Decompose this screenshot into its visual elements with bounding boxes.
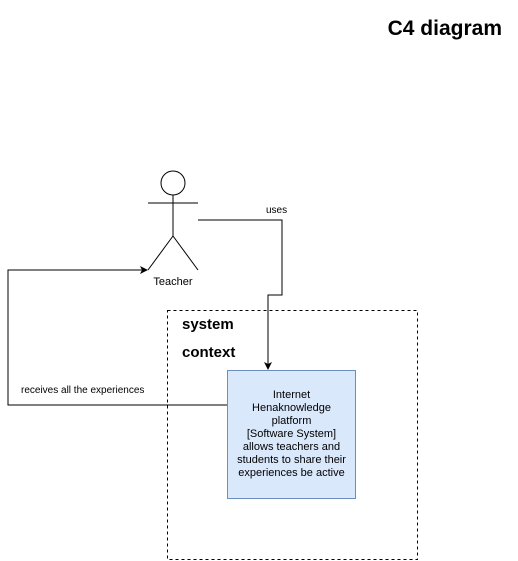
system-line-5: allows teachers and (242, 441, 341, 453)
uses-edge[interactable] (198, 219, 283, 370)
system-line-1: Internet (272, 389, 311, 401)
actor-head (160, 170, 186, 196)
boundary-label-line1: system (182, 316, 234, 333)
boundary-label-line2: context (182, 344, 236, 361)
system-line-3: platform (271, 415, 312, 427)
receives-edge-label: receives all the experiences (20, 385, 146, 396)
system-line-7: experiences be active (238, 467, 345, 479)
system-line-2: Henaknowledge (252, 402, 331, 414)
actor-label: Teacher (153, 276, 193, 288)
teacher-actor[interactable] (147, 170, 199, 271)
diagram-title: C4 diagram (387, 17, 502, 40)
actor-left-leg (147, 235, 174, 271)
actor-right-leg (172, 235, 199, 271)
system-line-4: [Software System] (246, 428, 337, 440)
uses-edge-label: uses (264, 205, 290, 216)
system-line-6: students to share their (237, 454, 346, 466)
system-context-boundary[interactable] (167, 310, 418, 560)
receives-edge[interactable] (7, 266, 227, 406)
software-system-box[interactable]: Internet Henaknowledge platform [Softwar… (227, 370, 356, 499)
software-system-text: Internet Henaknowledge platform [Softwar… (237, 389, 346, 480)
boundary-label: system context (182, 311, 262, 367)
